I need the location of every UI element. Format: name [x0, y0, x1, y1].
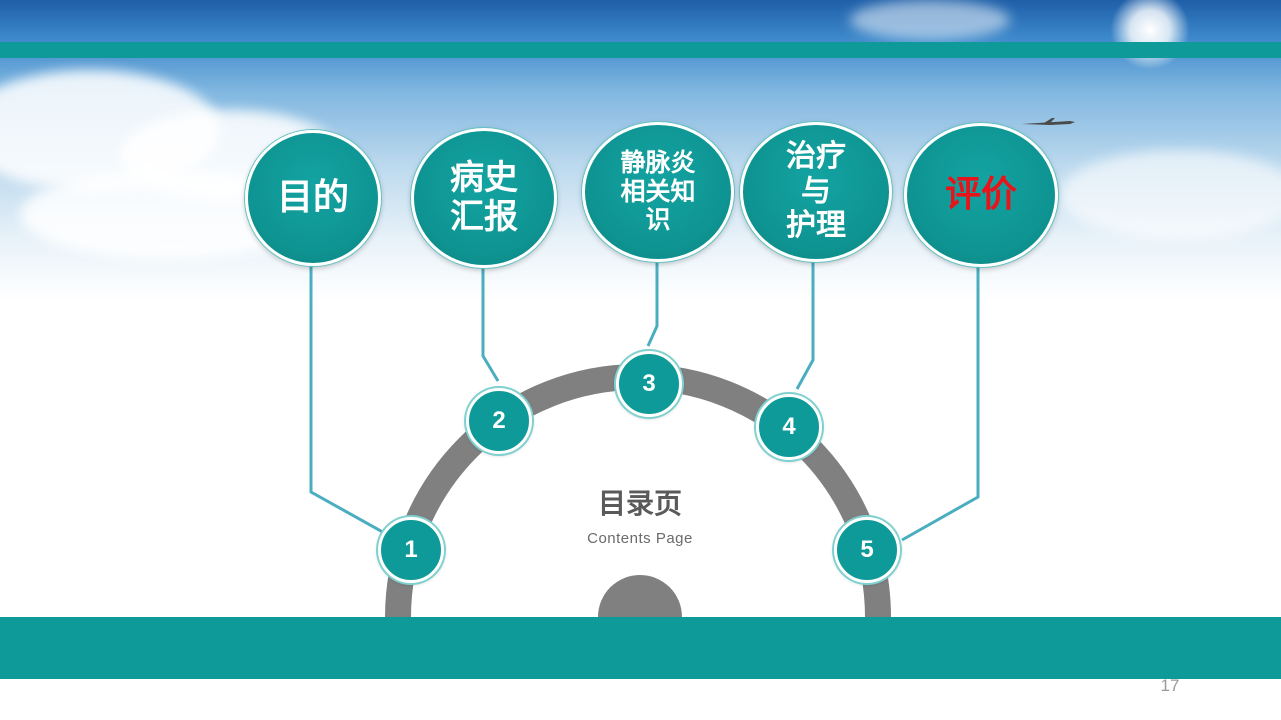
- top-band: [0, 42, 1281, 58]
- step-number: 5: [860, 536, 874, 563]
- step-node-2[interactable]: 2: [466, 388, 532, 454]
- topic-label: 目的: [276, 177, 349, 219]
- contents-subtitle: Contents Page: [587, 530, 693, 547]
- topic-circle-history[interactable]: 病史 汇报: [411, 128, 557, 268]
- center-dome: [598, 575, 682, 617]
- contents-title: 目录页: [597, 487, 682, 520]
- topic-label: 病史 汇报: [450, 157, 518, 237]
- topic-circle-evaluation[interactable]: 评价: [904, 123, 1058, 267]
- step-number: 2: [492, 407, 506, 434]
- connector-line-2: [481, 262, 500, 382]
- sun: [1110, 0, 1190, 70]
- airplane-icon: [1022, 118, 1075, 125]
- topic-circle-phlebitis[interactable]: 静脉炎 相关知 识: [582, 122, 734, 262]
- bottom-band: [0, 617, 1281, 679]
- connector-line-5: [901, 262, 980, 542]
- connector-line-1: [309, 262, 389, 537]
- step-number: 4: [782, 413, 796, 440]
- topic-circle-purpose[interactable]: 目的: [245, 130, 381, 266]
- step-number: 3: [642, 370, 656, 397]
- cloud: [1060, 150, 1281, 240]
- connector-line-3: [646, 256, 659, 347]
- topic-label: 治疗 与 护理: [786, 139, 846, 244]
- step-node-1[interactable]: 1: [378, 517, 444, 583]
- step-node-3[interactable]: 3: [616, 351, 682, 417]
- cloud: [850, 0, 1010, 40]
- topic-circle-treatment[interactable]: 治疗 与 护理: [740, 122, 892, 262]
- topic-label: 静脉炎 相关知 识: [620, 147, 696, 235]
- step-node-5[interactable]: 5: [834, 517, 900, 583]
- page-number: 17: [1160, 676, 1180, 695]
- step-node-4[interactable]: 4: [756, 394, 822, 460]
- step-number: 1: [404, 536, 418, 563]
- connector-line-4: [795, 256, 815, 390]
- topic-label: 评价: [944, 174, 1017, 216]
